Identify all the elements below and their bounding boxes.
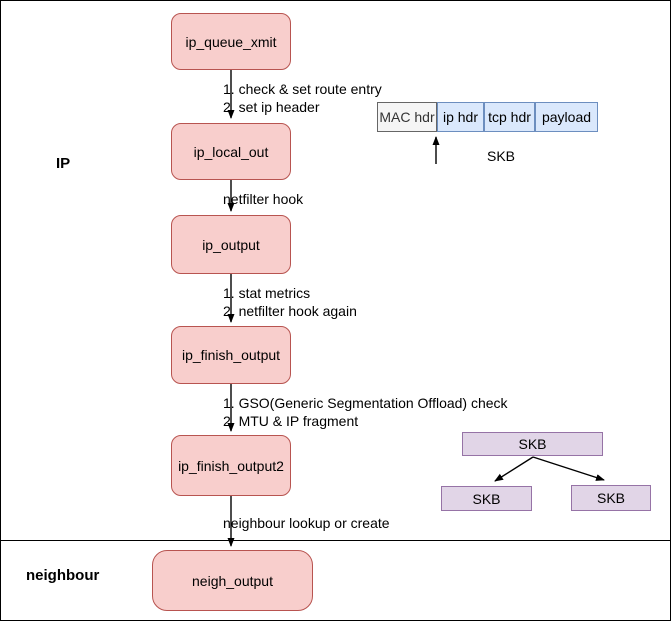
packet-segment-mac-hdr: MAC hdr: [377, 102, 437, 132]
edge-label-line: 1. check & set route entry: [223, 81, 382, 97]
edge-label-output-to-finish: 1. stat metrics 2. netfilter hook again: [223, 284, 357, 320]
edge-label-line: 2. netfilter hook again: [223, 303, 357, 319]
node-ip-finish-output2: ip_finish_output2: [171, 435, 291, 496]
edge-label-line: neighbour lookup or create: [223, 515, 390, 531]
section-divider-line: [1, 540, 670, 541]
edge-label-line: 2. MTU & IP fragment: [223, 413, 359, 429]
skb-tree-child-left: SKB: [441, 486, 532, 511]
edge-label-line: netfilter hook: [223, 191, 304, 207]
packet-segment-tcp-hdr: tcp hdr: [484, 102, 535, 132]
packet-segment-ip-hdr: ip hdr: [437, 102, 484, 132]
section-label-neighbour: neighbour: [26, 567, 100, 584]
node-ip-queue-xmit: ip_queue_xmit: [171, 13, 291, 70]
skb-tree-parent: SKB: [462, 432, 603, 456]
edge-label-line: 1. stat metrics: [223, 285, 311, 301]
node-ip-output: ip_output: [171, 215, 291, 274]
edge-label-line: 2. set ip header: [223, 99, 320, 115]
arrow-skb-split-left: [494, 456, 534, 482]
skb-packet-caption: SKB: [487, 148, 516, 164]
edge-label-queue-to-local: 1. check & set route entry 2. set ip hea…: [223, 80, 382, 116]
packet-segment-payload: payload: [535, 102, 598, 132]
node-neigh-output: neigh_output: [152, 550, 313, 611]
section-label-ip: IP: [56, 155, 71, 172]
arrow-skb-split-right: [532, 456, 605, 481]
skb-tree-child-right: SKB: [571, 485, 651, 511]
node-ip-local-out: ip_local_out: [171, 123, 291, 180]
node-ip-finish-output: ip_finish_output: [171, 326, 291, 384]
edge-label-finish2-to-neigh: neighbour lookup or create: [223, 514, 390, 532]
edge-label-line: 1. GSO(Generic Segmentation Offload) che…: [223, 395, 508, 411]
edge-label-finish-to-finish2: 1. GSO(Generic Segmentation Offload) che…: [223, 394, 508, 430]
edge-label-local-to-output: netfilter hook: [223, 190, 303, 208]
